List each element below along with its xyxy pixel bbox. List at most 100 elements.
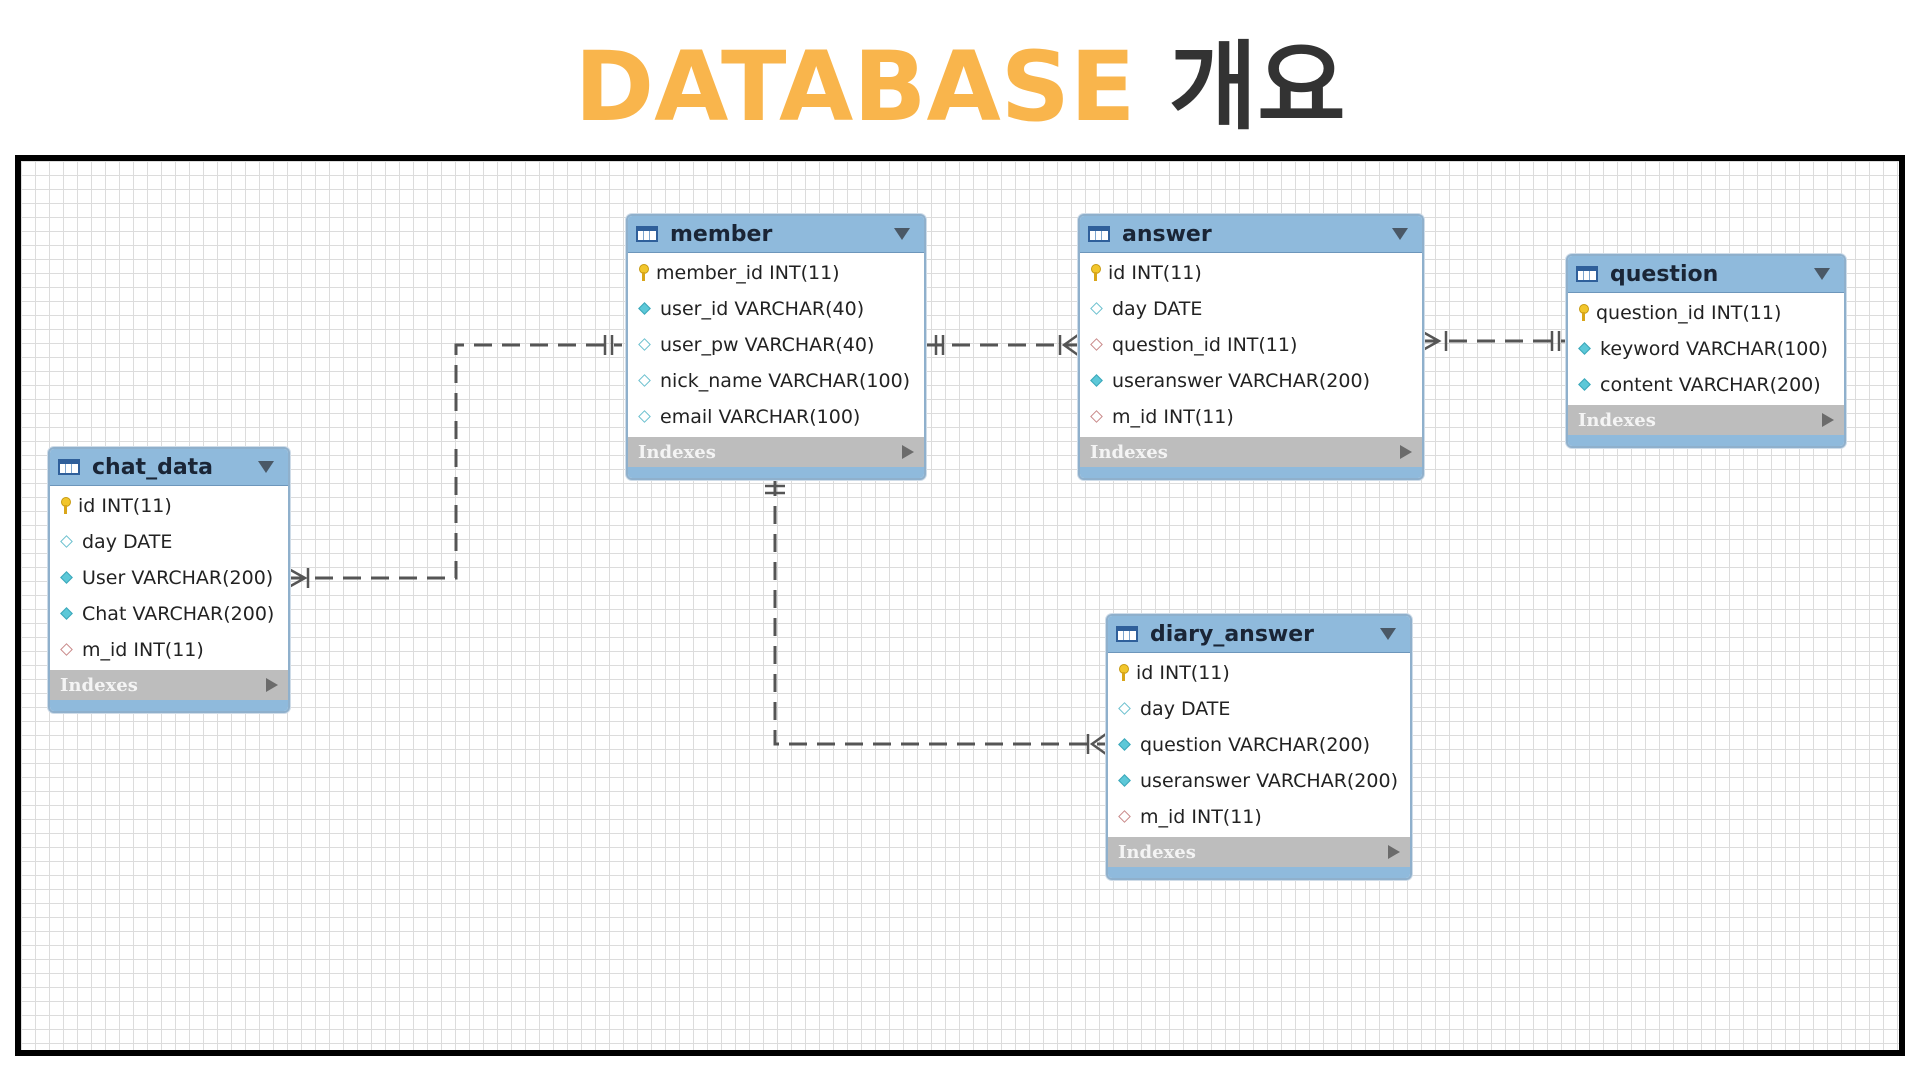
table-footer: [1568, 435, 1844, 446]
column-row[interactable]: day DATE: [1108, 691, 1410, 727]
column-row[interactable]: user_pw VARCHAR(40): [628, 327, 924, 363]
expand-arrow-icon[interactable]: [1400, 445, 1412, 459]
collapse-arrow-icon[interactable]: [1380, 628, 1396, 640]
column-row[interactable]: email VARCHAR(100): [628, 399, 924, 435]
column-label: member_id INT(11): [656, 262, 840, 284]
table-icon: [1576, 266, 1598, 282]
collapse-arrow-icon[interactable]: [1814, 268, 1830, 280]
primary-key-icon: [1090, 264, 1101, 282]
filled-diamond-icon: [60, 571, 74, 585]
foreign-key-diamond-icon: [1118, 810, 1132, 824]
column-row[interactable]: id INT(11): [50, 488, 288, 524]
expand-arrow-icon[interactable]: [1388, 845, 1400, 859]
column-row[interactable]: id INT(11): [1080, 255, 1422, 291]
table-name: chat_data: [92, 454, 214, 480]
collapse-arrow-icon[interactable]: [1392, 228, 1408, 240]
column-label: question VARCHAR(200): [1140, 734, 1371, 756]
table-footer: [1108, 867, 1410, 878]
column-row[interactable]: Chat VARCHAR(200): [50, 596, 288, 632]
filled-diamond-icon: [1090, 374, 1104, 388]
column-label: m_id INT(11): [82, 639, 204, 661]
table-name: question: [1610, 261, 1719, 287]
column-label: day DATE: [82, 531, 173, 553]
open-diamond-icon: [1090, 302, 1104, 316]
expand-arrow-icon[interactable]: [1822, 413, 1834, 427]
column-row[interactable]: question_id INT(11): [1568, 295, 1844, 331]
column-row[interactable]: m_id INT(11): [50, 632, 288, 668]
expand-arrow-icon[interactable]: [266, 678, 278, 692]
column-row[interactable]: id INT(11): [1108, 655, 1410, 691]
table-header[interactable]: question: [1568, 256, 1844, 293]
foreign-key-diamond-icon: [1090, 338, 1104, 352]
indexes-section[interactable]: Indexes: [1108, 837, 1410, 867]
table-header[interactable]: chat_data: [50, 449, 288, 486]
primary-key-icon: [1578, 304, 1589, 322]
table-footer: [1080, 467, 1422, 478]
column-label: id INT(11): [1136, 662, 1230, 684]
indexes-section[interactable]: Indexes: [1568, 405, 1844, 435]
expand-arrow-icon[interactable]: [902, 445, 914, 459]
column-row[interactable]: useranswer VARCHAR(200): [1080, 363, 1422, 399]
column-label: m_id INT(11): [1140, 806, 1262, 828]
filled-diamond-icon: [638, 302, 652, 316]
filled-diamond-icon: [1118, 774, 1132, 788]
table-icon: [58, 459, 80, 475]
open-diamond-icon: [638, 410, 652, 424]
foreign-key-diamond-icon: [60, 643, 74, 657]
column-label: Chat VARCHAR(200): [82, 603, 275, 625]
column-row[interactable]: nick_name VARCHAR(100): [628, 363, 924, 399]
table-name: member: [670, 221, 773, 247]
column-label: id INT(11): [1108, 262, 1202, 284]
open-diamond-icon: [60, 535, 74, 549]
column-row[interactable]: user_id VARCHAR(40): [628, 291, 924, 327]
table-icon: [636, 226, 658, 242]
table-member[interactable]: member member_id INT(11) user_id VARCHAR…: [626, 214, 926, 480]
table-chat-data[interactable]: chat_data id INT(11) day DATE User VARCH…: [48, 447, 290, 713]
column-row[interactable]: question_id INT(11): [1080, 327, 1422, 363]
open-diamond-icon: [638, 338, 652, 352]
column-row[interactable]: useranswer VARCHAR(200): [1108, 763, 1410, 799]
indexes-label: Indexes: [1578, 409, 1656, 431]
open-diamond-icon: [1118, 702, 1132, 716]
table-answer[interactable]: answer id INT(11) day DATE question_id I…: [1078, 214, 1424, 480]
table-header[interactable]: diary_answer: [1108, 616, 1410, 653]
collapse-arrow-icon[interactable]: [894, 228, 910, 240]
table-question[interactable]: question question_id INT(11) keyword VAR…: [1566, 254, 1846, 448]
title-rest-text: 개요: [1168, 31, 1346, 143]
primary-key-icon: [1118, 664, 1129, 682]
table-diary-answer[interactable]: diary_answer id INT(11) day DATE questio…: [1106, 614, 1412, 880]
column-row[interactable]: m_id INT(11): [1080, 399, 1422, 435]
indexes-label: Indexes: [638, 441, 716, 463]
table-footer: [50, 700, 288, 711]
column-label: m_id INT(11): [1112, 406, 1234, 428]
table-name: diary_answer: [1150, 621, 1315, 647]
indexes-section[interactable]: Indexes: [50, 670, 288, 700]
column-row[interactable]: m_id INT(11): [1108, 799, 1410, 835]
primary-key-icon: [638, 264, 649, 282]
collapse-arrow-icon[interactable]: [258, 461, 274, 473]
column-label: useranswer VARCHAR(200): [1140, 770, 1398, 792]
column-label: user_id VARCHAR(40): [660, 298, 865, 320]
table-header[interactable]: answer: [1080, 216, 1422, 253]
column-row[interactable]: question VARCHAR(200): [1108, 727, 1410, 763]
column-label: User VARCHAR(200): [82, 567, 274, 589]
column-row[interactable]: day DATE: [50, 524, 288, 560]
column-row[interactable]: User VARCHAR(200): [50, 560, 288, 596]
column-label: nick_name VARCHAR(100): [660, 370, 911, 392]
indexes-label: Indexes: [1090, 441, 1168, 463]
column-label: question_id INT(11): [1112, 334, 1298, 356]
filled-diamond-icon: [1578, 378, 1592, 392]
indexes-section[interactable]: Indexes: [628, 437, 924, 467]
primary-key-icon: [60, 497, 71, 515]
column-row[interactable]: day DATE: [1080, 291, 1422, 327]
column-label: day DATE: [1112, 298, 1203, 320]
indexes-section[interactable]: Indexes: [1080, 437, 1422, 467]
column-row[interactable]: keyword VARCHAR(100): [1568, 331, 1844, 367]
filled-diamond-icon: [60, 607, 74, 621]
column-row[interactable]: content VARCHAR(200): [1568, 367, 1844, 403]
column-row[interactable]: member_id INT(11): [628, 255, 924, 291]
table-icon: [1116, 626, 1138, 642]
table-icon: [1088, 226, 1110, 242]
table-header[interactable]: member: [628, 216, 924, 253]
title-accent-text: DATABASE: [574, 31, 1136, 143]
